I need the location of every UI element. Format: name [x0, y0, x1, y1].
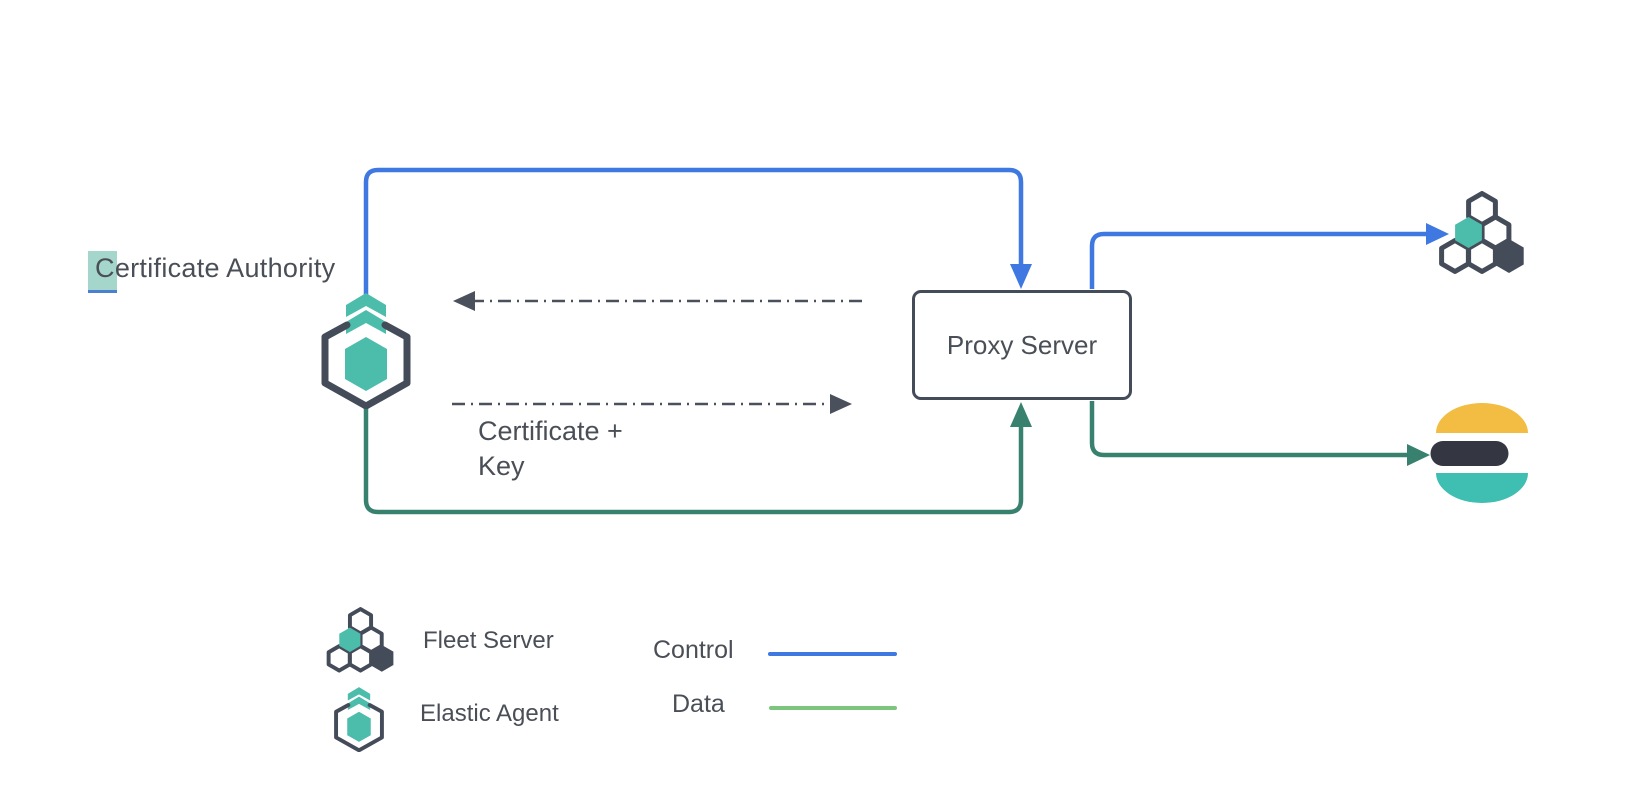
legend-control-label: Control [653, 636, 734, 664]
dashed-arrow-proxy-to-agent [453, 291, 862, 311]
legend-control-line-swatch [768, 652, 897, 656]
legend-elastic-agent-label: Elastic Agent [420, 700, 559, 727]
legend-data-line-swatch [769, 706, 897, 710]
elastic-agent-icon [316, 291, 416, 409]
fleet-server-icon [1437, 191, 1527, 277]
elasticsearch-icon [1429, 400, 1529, 506]
certificate-key-line2: Key [478, 451, 525, 481]
data-edge-agent-to-proxy [363, 402, 1032, 515]
legend-fleet-server-label: Fleet Server [423, 627, 554, 654]
dashed-arrow-certificate-key [452, 394, 852, 414]
highlighted-letter: C [88, 251, 117, 293]
certificate-authority-label: Certificate Authority [88, 251, 336, 293]
legend-elastic-agent-icon [331, 686, 387, 752]
legend-fleet-server-icon [325, 607, 396, 675]
arrowhead-left-icon [453, 291, 475, 311]
legend-data-label: Data [672, 690, 725, 718]
proxy-server-node: Proxy Server [912, 290, 1132, 400]
certificate-key-label: Certificate + Key [478, 414, 623, 484]
control-edge-proxy-to-fleet [1089, 223, 1449, 289]
control-edge-agent-to-proxy [363, 167, 1032, 298]
arrowhead-right-icon [1426, 223, 1449, 245]
arrowhead-up-icon [1010, 402, 1032, 427]
certificate-authority-text: ertificate Authority [114, 253, 336, 283]
arrowhead-right-icon [830, 394, 852, 414]
data-edge-proxy-to-elasticsearch [1089, 401, 1430, 466]
arrowhead-right-icon [1407, 444, 1430, 466]
arrowhead-down-icon [1010, 264, 1032, 289]
certificate-key-line1: Certificate + [478, 416, 623, 446]
proxy-server-label: Proxy Server [946, 329, 1098, 360]
